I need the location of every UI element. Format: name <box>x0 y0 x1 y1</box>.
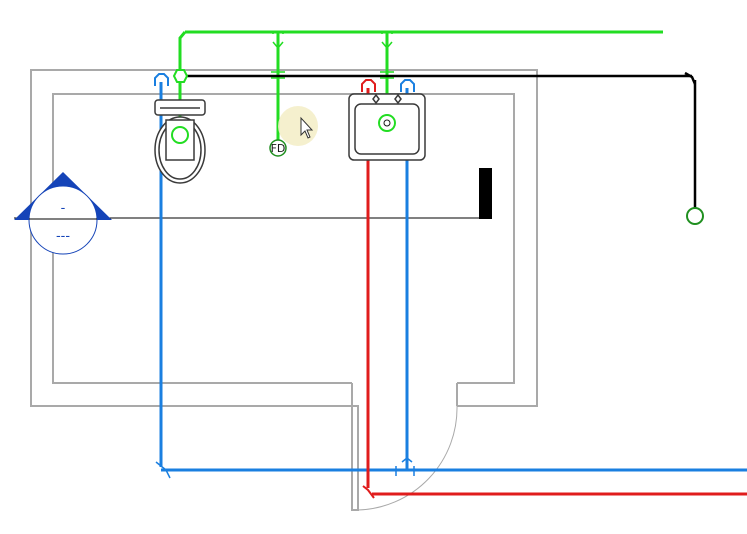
lavatory-drain <box>378 114 396 132</box>
section-marker-number: - <box>61 201 66 216</box>
door-leaf <box>351 405 359 511</box>
floor-drain-symbol <box>269 139 287 157</box>
hot-water-cap <box>361 79 376 92</box>
cold-water-cap-lav <box>400 79 415 92</box>
vent-elbow <box>684 71 697 85</box>
cold-water-fittings <box>155 457 415 479</box>
inner-wall <box>52 93 515 384</box>
section-marker[interactable]: - --- <box>14 172 112 255</box>
water-closet-connection <box>171 126 189 144</box>
section-marker-bubble <box>28 185 98 255</box>
vent-terminal[interactable] <box>686 207 704 225</box>
hot-water-elbow <box>362 485 375 499</box>
water-closet[interactable] <box>154 99 206 184</box>
cold-water-cap-wc <box>154 73 169 86</box>
wall-cabinet <box>479 168 492 219</box>
mouse-pointer-icon <box>278 106 318 146</box>
sanitary-fittings <box>271 31 394 79</box>
floor-drain[interactable]: FD <box>269 139 287 157</box>
lavatory[interactable] <box>348 93 426 161</box>
outer-wall <box>30 69 538 407</box>
vent-fitting-hex <box>172 69 189 83</box>
room-walls <box>30 69 538 511</box>
vent-piping[interactable] <box>172 69 697 208</box>
cold-water-piping[interactable] <box>154 73 747 479</box>
section-marker-sheet: --- <box>56 229 70 244</box>
floor-drain-label: FD <box>271 142 286 155</box>
door-swing-arc <box>357 405 458 511</box>
sanitary-elbow <box>178 31 187 72</box>
sanitary-piping[interactable] <box>178 30 663 141</box>
